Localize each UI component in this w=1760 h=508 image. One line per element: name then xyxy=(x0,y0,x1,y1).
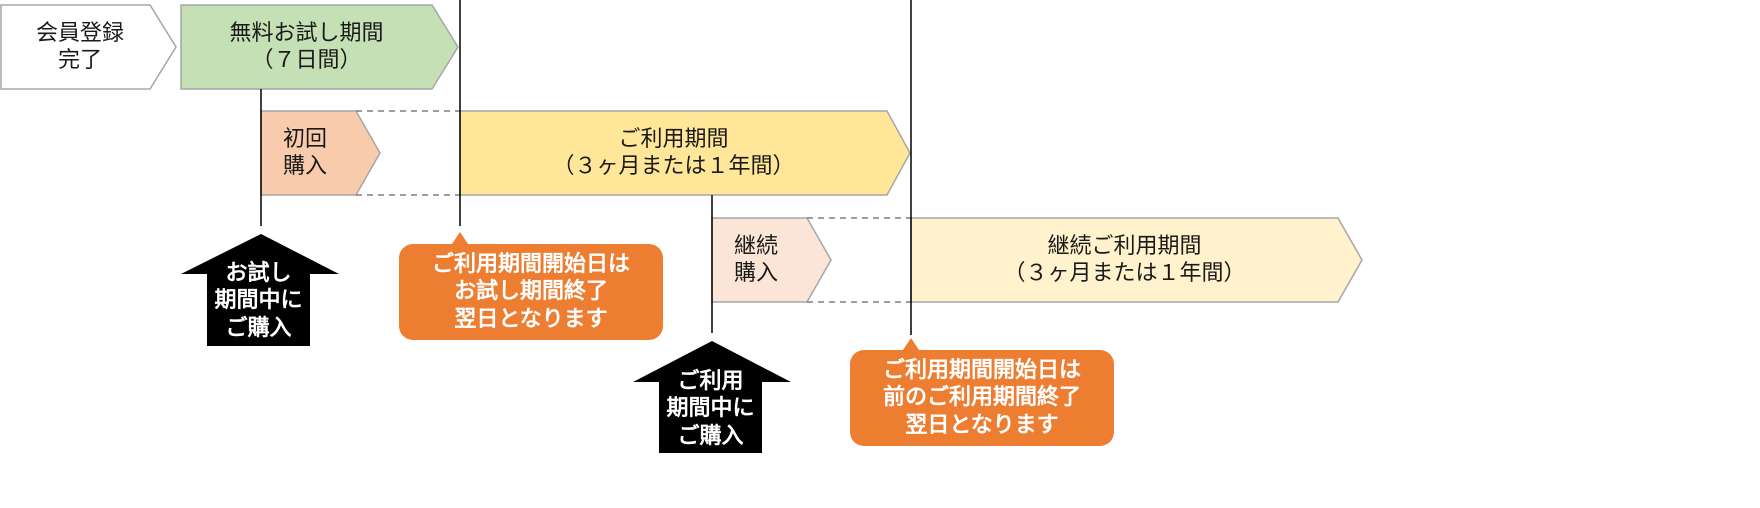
trial-purchase-up-arrow xyxy=(181,234,339,346)
trial-arrow-line2: 期間中に xyxy=(214,288,303,314)
usage-arrow-line3: ご購入 xyxy=(677,423,744,449)
registration-line1: 会員登録 xyxy=(35,20,124,46)
usage-period-label: ご利用期間 （３ヶ月または１年間） xyxy=(460,111,887,195)
first-purchase-line2: 購入 xyxy=(283,154,328,179)
usage-period-line2: （３ヶ月または１年間） xyxy=(552,154,795,179)
renewal-usage-line2: （３ヶ月または１年間） xyxy=(1003,261,1246,286)
renewal-purchase-line1: 継続 xyxy=(734,233,779,259)
callout-pointer xyxy=(903,338,919,350)
usage-purchase-arrow-label: ご利用 期間中に ご購入 xyxy=(659,366,762,452)
free-trial-chevron xyxy=(180,4,459,90)
usage-arrow-line2: 期間中に xyxy=(666,396,755,422)
renewal-callout-line2: 前のご利用期間終了 xyxy=(882,385,1081,411)
trial-arrow-line1: お試し xyxy=(225,260,292,286)
renewal-callout-line3: 翌日となります xyxy=(905,412,1059,438)
renewal-usage-line1: 継続ご利用期間 xyxy=(1047,233,1202,259)
registration-line2: 完了 xyxy=(57,48,102,73)
free-trial-line1: 無料お試し期間 xyxy=(229,20,384,46)
renewal-purchase-label: 継続 購入 xyxy=(734,218,806,302)
free-trial-line2: （７日間） xyxy=(251,48,362,73)
callout-pointer xyxy=(452,232,468,244)
first-start-callout: ご利用期間開始日は お試し期間終了 翌日となります xyxy=(399,244,663,340)
first-start-callout-box xyxy=(399,244,663,340)
renewal-start-callout-box xyxy=(850,350,1114,446)
trial-purchase-arrow-label: お試し 期間中に ご購入 xyxy=(207,258,310,344)
first-purchase-line1: 初回 xyxy=(283,126,328,152)
renewal-purchase-line2: 購入 xyxy=(734,261,779,286)
renewal-start-callout: ご利用期間開始日は 前のご利用期間終了 翌日となります xyxy=(850,350,1114,446)
trial-arrow-line3: ご購入 xyxy=(225,315,292,341)
first-callout-line3: 翌日となります xyxy=(454,306,608,332)
usage-period-line1: ご利用期間 xyxy=(618,126,729,152)
free-trial-label: 無料お試し期間 （７日間） xyxy=(181,5,432,89)
renewal-usage-period-label: 継続ご利用期間 （３ヶ月または１年間） xyxy=(911,218,1338,302)
registration-label: 会員登録 完了 xyxy=(10,5,150,89)
renewal-callout-line1: ご利用期間開始日は xyxy=(882,357,1081,383)
usage-arrow-line1: ご利用 xyxy=(677,368,744,394)
first-callout-line1: ご利用期間開始日は xyxy=(431,251,630,277)
first-callout-line2: お試し期間終了 xyxy=(453,279,608,305)
usage-purchase-up-arrow xyxy=(633,341,791,453)
first-purchase-label: 初回 購入 xyxy=(283,111,355,195)
registration-chevron xyxy=(0,4,177,90)
